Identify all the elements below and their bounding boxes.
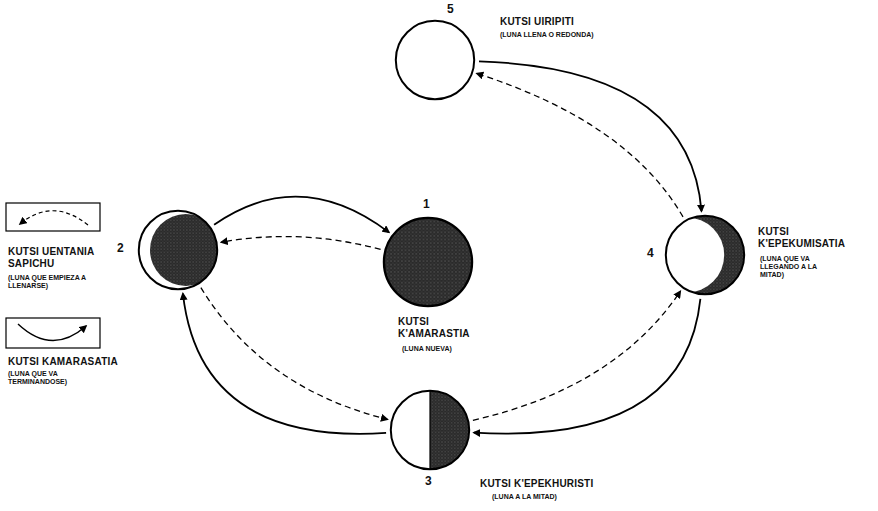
phase-number: 1: [423, 198, 439, 212]
moon-disc: [395, 20, 475, 100]
phase-name: KUTSI UIRIPITI: [500, 16, 660, 28]
moon-disc: [665, 215, 745, 295]
phase-name: KUTSI K'EPEKUMISATIA: [758, 226, 868, 249]
moon-disc: [383, 217, 473, 307]
moon-disc: [138, 210, 218, 290]
moon-phase-circle: 5KUTSI UIRIPITI(LUNA LLENA O REDONDA): [395, 20, 475, 100]
phase-meaning: (LUNA QUE VA TERMINANDOSE): [8, 370, 92, 386]
waning-arrow: [214, 197, 389, 233]
phase-name: KUTSI K'EPEKHURISTI: [480, 478, 660, 490]
waxing-arrow: [201, 288, 387, 420]
waning-arrow: [474, 299, 701, 434]
icon-frame: [6, 203, 100, 231]
phase-number: 4: [647, 247, 663, 261]
moon-phase-circle: 4KUTSI K'EPEKUMISATIA(LUNA QUE VA LLEGAN…: [665, 215, 745, 295]
waxing-arrow: [221, 237, 380, 250]
waxing-arrow: [473, 291, 680, 420]
phase-meaning: (LUNA NUEVA): [402, 345, 492, 353]
moon-phase-circle: 3KUTSI K'EPEKHURISTI(LUNA A LA MITAD): [390, 390, 470, 470]
icon-frame: [6, 318, 100, 348]
waning-arrow: [183, 294, 386, 434]
phase-number: 5: [447, 3, 463, 17]
waning-arrow: [479, 61, 702, 211]
phase-name: KUTSI UENTANIA SAPICHU: [8, 246, 112, 269]
moon-phase-circle: 1KUTSI K'AMARASTIA(LUNA NUEVA): [383, 217, 473, 307]
phase-number: 3: [425, 475, 441, 489]
moon-disc: [390, 390, 470, 470]
moon-phase-circle: 2KUTSI UENTANIA SAPICHU(LUNA QUE EMPIEZA…: [138, 210, 218, 290]
phase-meaning: (LUNA A LA MITAD): [492, 493, 622, 501]
phase-name: KUTSI K'AMARASTIA: [398, 316, 498, 339]
phase-meaning: (LUNA QUE EMPIEZA A LLENARSE): [8, 274, 86, 290]
phase-meaning: (LUNA QUE VA LLEGANDO A LA MITAD): [760, 255, 842, 279]
phase-meaning: (LUNA LLENA O REDONDA): [500, 31, 650, 39]
phase-name: KUTSI KAMARASATIA: [8, 356, 126, 368]
waning-icon-arc: [18, 324, 86, 341]
waxing-arrow: [477, 74, 683, 217]
waxing-icon-arc: [20, 211, 88, 225]
phase-number: 2: [117, 242, 133, 256]
